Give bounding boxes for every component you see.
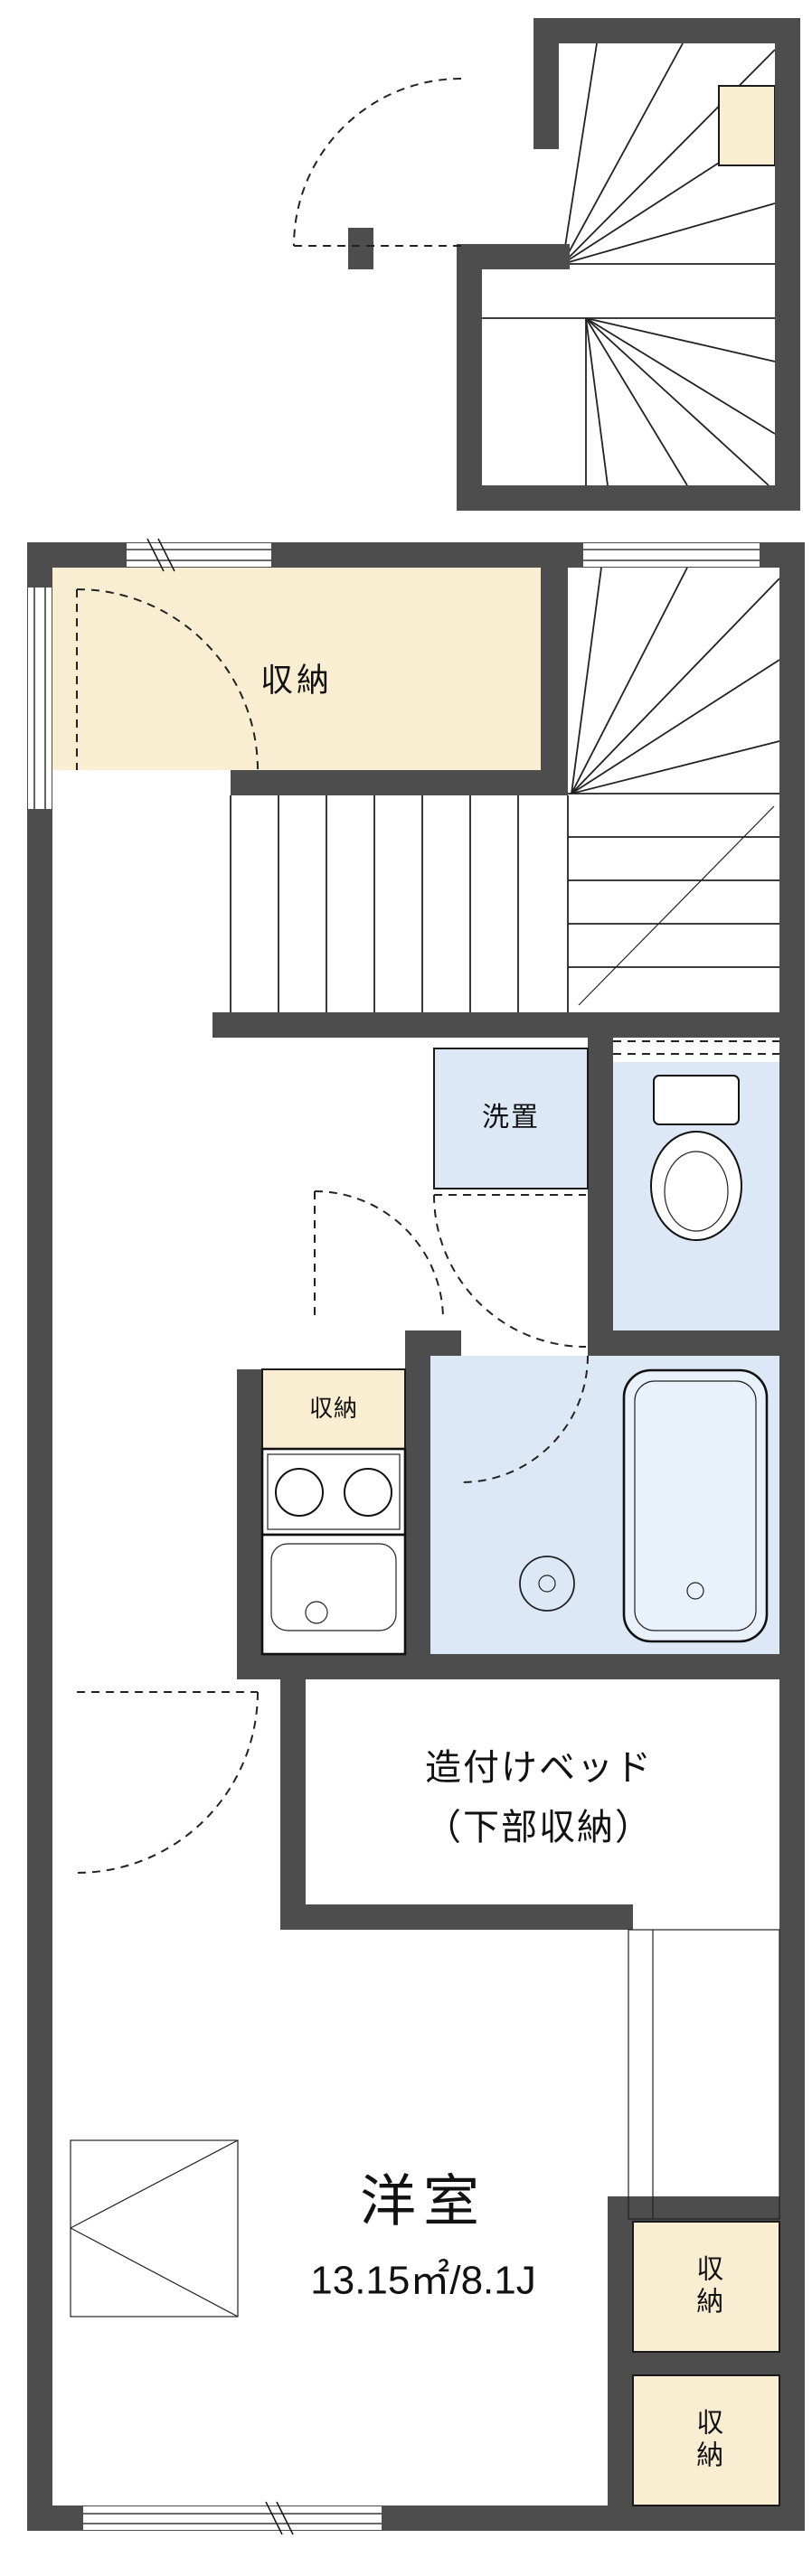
stove-icon [260,1447,407,1537]
storage-top-door-arc [76,588,259,771]
storage-bottom-2-label: 収納 [692,2408,722,2473]
window-top [127,538,271,572]
storage-bottom-1-box [632,2221,780,2353]
kitchen-storage-label: 収納 [308,1395,359,1423]
closet-strip [628,1929,780,2220]
closet-symbol [70,2139,239,2317]
built-in-bed-sublabel: （下部収納） [425,1808,653,1847]
built-in-bed-label: 造付けベッド [425,1748,653,1788]
washroom-door-arc [433,1194,587,1348]
room-door-arc [76,1691,259,1874]
room-area-label: 13.15㎡/8.1J [310,2258,536,2303]
main-winder-stairs [568,567,780,794]
window-left [28,588,52,809]
window-bottom [83,2501,382,2535]
window-top-right [583,543,760,567]
room-name-label: 洋室 [359,2170,487,2233]
washer-space-box [433,1048,589,1189]
main-straight-stairs [230,795,569,1012]
entrance-cabinet [718,85,776,166]
main-floor-unit [27,538,805,2535]
entrance-door-arc [293,78,462,247]
entrance-winder-stairs [482,317,776,486]
storage-room-top-fill [52,568,541,770]
entrance-walls [348,18,800,511]
bathtub-icon [622,1368,769,1643]
bath-drain-icon [519,1556,575,1612]
storage-top-label: 収納 [260,661,334,699]
kitchen-storage-box [261,1368,406,1450]
toilet-icon [650,1075,742,1241]
main-lower-stairs [568,805,779,1006]
main-walls [27,542,805,2531]
sink-icon [260,1533,407,1656]
toilet-door [613,1040,779,1055]
hall-door-arc [314,1190,444,1321]
washer-label: 洗置 [482,1102,540,1133]
storage-bottom-1-label: 収納 [692,2254,722,2319]
entrance-stair-unit [293,18,800,511]
storage-bottom-2-box [632,2374,780,2506]
